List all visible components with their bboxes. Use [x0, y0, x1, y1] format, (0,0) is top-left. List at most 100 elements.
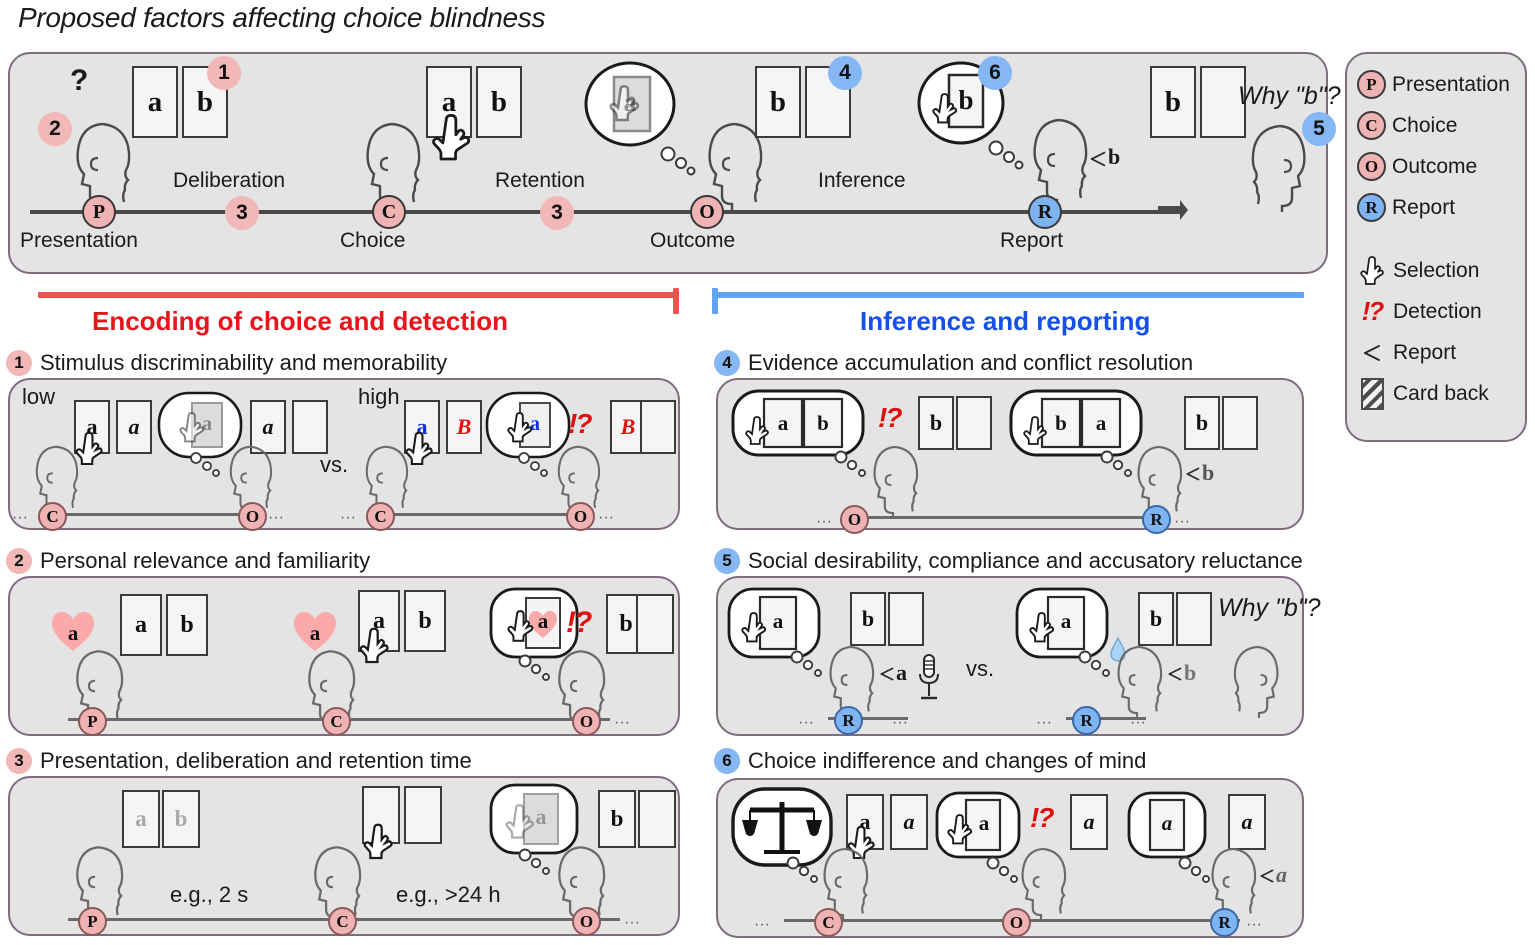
legend-stage-choice: C Choice	[1357, 105, 1517, 146]
sweat-drop-icon	[1110, 636, 1126, 667]
svg-text:a: a	[778, 411, 789, 435]
participant-head-f6-o	[1014, 844, 1078, 925]
factor-heading-3: 3 Presentation, deliberation and retenti…	[6, 748, 472, 774]
legend-label-detection: Detection	[1393, 299, 1482, 323]
factor-panel-1: low high vs. a a a a ··· C O ··· a B a !…	[8, 378, 680, 531]
thought-dots-f1-high	[518, 452, 556, 485]
f3-card-pres-a: a	[122, 790, 160, 848]
f5-right-card-back	[1176, 592, 1212, 646]
participant-head-f4-o	[866, 442, 930, 523]
f6-card-outcome-a: a	[1070, 794, 1108, 850]
f5-right-node-r[interactable]: R	[1072, 706, 1101, 735]
stage-node-r: R	[1357, 193, 1386, 222]
f5-left-card-b: b	[850, 592, 886, 646]
factor-heading-4: 4 Evidence accumulation and conflict res…	[714, 350, 1193, 376]
period-retention: Retention	[495, 169, 585, 192]
timeline-node-p[interactable]: P	[82, 195, 116, 229]
f3-node-c[interactable]: C	[328, 907, 357, 936]
f2-card-pres-b: b	[166, 594, 208, 656]
f6-node-c[interactable]: C	[814, 908, 843, 937]
section-title-left: Encoding of choice and detection	[92, 306, 509, 336]
thought-bubble-f5-left: a	[726, 586, 822, 667]
legend-stage-presentation: P Presentation	[1357, 64, 1517, 105]
f2-node-p[interactable]: P	[78, 707, 107, 736]
section-cap-right	[712, 288, 718, 314]
axis-f4	[846, 516, 1164, 519]
badge-4: 4	[828, 56, 862, 90]
timeline-node-label-c: Choice	[340, 229, 406, 252]
f6-card-report-a: a	[1228, 794, 1266, 850]
thought-dots-f6-r	[1178, 856, 1218, 891]
factor-panel-6: a a a !? a a a a ··· C O R ···	[716, 778, 1304, 938]
timeline-node-c[interactable]: C	[372, 195, 406, 229]
badge-5: 5	[1302, 112, 1336, 146]
hand-pointing-icon-f6	[846, 824, 876, 867]
legend-label-cardback: Card back	[1393, 381, 1489, 405]
axis-f5-right	[1066, 717, 1146, 720]
f2-card-pres-a: a	[120, 594, 162, 656]
f4-left-card-back	[956, 396, 992, 450]
timeline-node-r[interactable]: R	[1028, 195, 1062, 229]
thought-bubble-f6-scale	[730, 786, 834, 875]
f5-left-card-back	[888, 592, 924, 646]
svg-text:a: a	[68, 621, 79, 645]
f3-node-o[interactable]: O	[572, 907, 601, 936]
factor-badge-2: 2	[6, 548, 32, 574]
thought-dots-f2	[518, 654, 558, 689]
f3-node-p[interactable]: P	[78, 907, 107, 936]
card-report-back	[1200, 66, 1246, 138]
f3-duration-2: e.g., >24 h	[396, 882, 501, 907]
microphone-icon	[916, 652, 942, 709]
section-bar-right	[716, 292, 1304, 298]
f6-node-o[interactable]: O	[1002, 908, 1031, 937]
f1-low-node-o[interactable]: O	[238, 502, 267, 531]
f6-node-r[interactable]: R	[1210, 908, 1239, 937]
f1-low-node-c[interactable]: C	[38, 502, 67, 531]
f4-node-r[interactable]: R	[1142, 505, 1171, 534]
axis-dots-f1-low-start: ···	[12, 509, 28, 526]
timeline-node-o[interactable]: O	[690, 195, 724, 229]
thought-bubble-f6-r: a	[1126, 790, 1208, 867]
f5-experimenter-question: Why "b"?	[1218, 594, 1321, 622]
experimenter-head	[1238, 120, 1314, 217]
report-icon-f5-right	[1166, 666, 1184, 687]
axis-dots-f2-end: ···	[614, 714, 630, 731]
legend-label-report: Report	[1393, 340, 1457, 364]
f1-high-detection: !?	[568, 408, 592, 439]
f2-node-o[interactable]: O	[572, 707, 601, 736]
f1-high-node-c[interactable]: C	[366, 502, 395, 531]
badge-6: 6	[978, 56, 1012, 90]
f5-left-spoken: a	[896, 660, 907, 685]
card-outcome-b: b	[755, 66, 801, 138]
f6-detection: !?	[1030, 802, 1054, 833]
stage-node-o: O	[1357, 152, 1386, 181]
axis-f1-high	[372, 513, 592, 516]
svg-text:a: a	[1162, 811, 1173, 835]
badge-2: 2	[38, 112, 72, 146]
legend-panel: P Presentation C Choice O Outcome R Repo…	[1345, 52, 1527, 442]
legend-symbol-detection: !? Detection	[1357, 291, 1517, 332]
f3-card-choice-back2	[404, 786, 442, 844]
factor-panel-5: a b a vs. a b b Why "b"? ··· R ··· ··· R	[716, 576, 1321, 736]
axis-dots-f1-high-end: ···	[598, 509, 614, 526]
f2-node-c[interactable]: C	[322, 707, 351, 736]
f6-spoken: a	[1276, 862, 1287, 887]
svg-text:b: b	[817, 411, 829, 435]
f1-high-card-choice-b: B	[446, 400, 482, 454]
heart-icon-presentation: a	[50, 610, 96, 659]
f4-node-o[interactable]: O	[840, 505, 869, 534]
f2-card-outcome-back	[636, 594, 674, 654]
f5-left-node-r[interactable]: R	[834, 706, 863, 735]
card-back-icon	[1360, 377, 1384, 410]
factor-badge-4: 4	[714, 350, 740, 376]
thought-dots-f4-left	[834, 450, 874, 485]
factor-title-5: Social desirability, compliance and accu…	[748, 548, 1303, 573]
legend-divider	[1357, 228, 1517, 250]
axis-dots-f6-start: ···	[754, 916, 770, 933]
f1-high-node-o[interactable]: O	[566, 502, 595, 531]
label-vs-1: vs.	[320, 452, 349, 477]
thought-bubble-outcome: a	[582, 59, 680, 156]
f1-high-card-choice-a: a	[404, 400, 440, 454]
legend-label-report: Report	[1392, 195, 1456, 219]
